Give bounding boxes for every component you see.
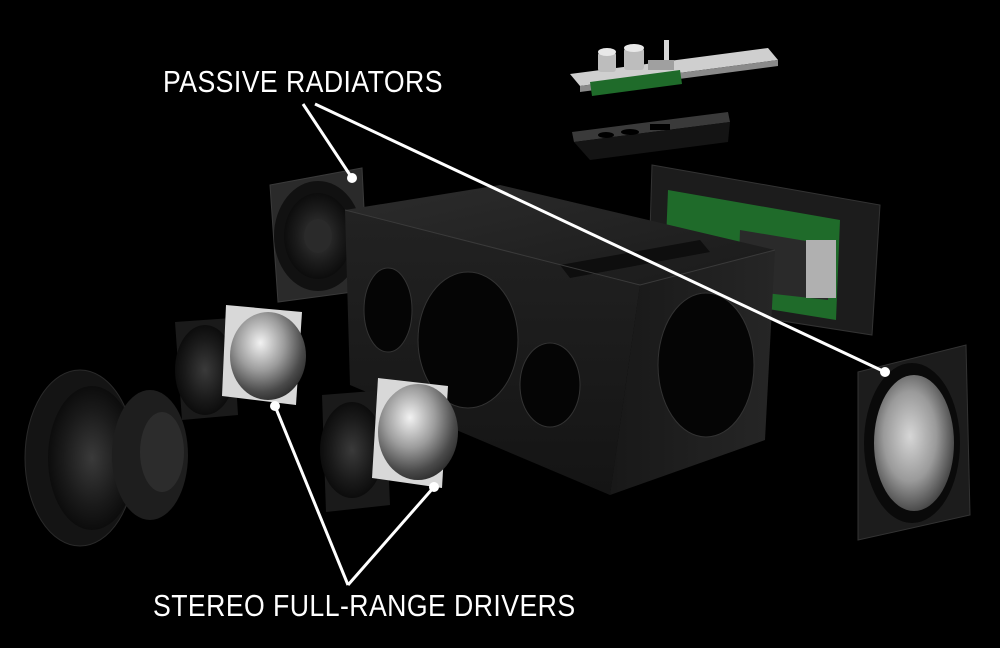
leader-point-left-radiator — [347, 173, 357, 183]
leader-lines — [273, 102, 886, 586]
control-pcb-assembly — [570, 40, 778, 96]
leader-points — [270, 173, 890, 492]
passive-radiators-label: PASSIVE RADIATORS — [163, 64, 443, 99]
leader-line-right-driver — [346, 486, 436, 586]
left-full-range-driver — [175, 305, 306, 420]
leader-point-right-radiator — [880, 367, 890, 377]
speaker-enclosure — [344, 185, 776, 495]
right-passive-radiator — [857, 344, 971, 541]
leader-line-right-radiator — [314, 102, 886, 374]
leader-point-right-driver — [429, 482, 439, 492]
woofer-driver — [24, 369, 188, 547]
top-panel-bracket — [572, 112, 730, 160]
leader-point-left-driver — [270, 401, 280, 411]
right-full-range-driver — [320, 378, 458, 512]
leader-line-left-radiator — [301, 103, 354, 179]
stereo-drivers-label: STEREO FULL-RANGE DRIVERS — [153, 588, 576, 623]
leader-line-left-driver — [273, 405, 350, 586]
left-passive-radiator — [269, 167, 369, 303]
